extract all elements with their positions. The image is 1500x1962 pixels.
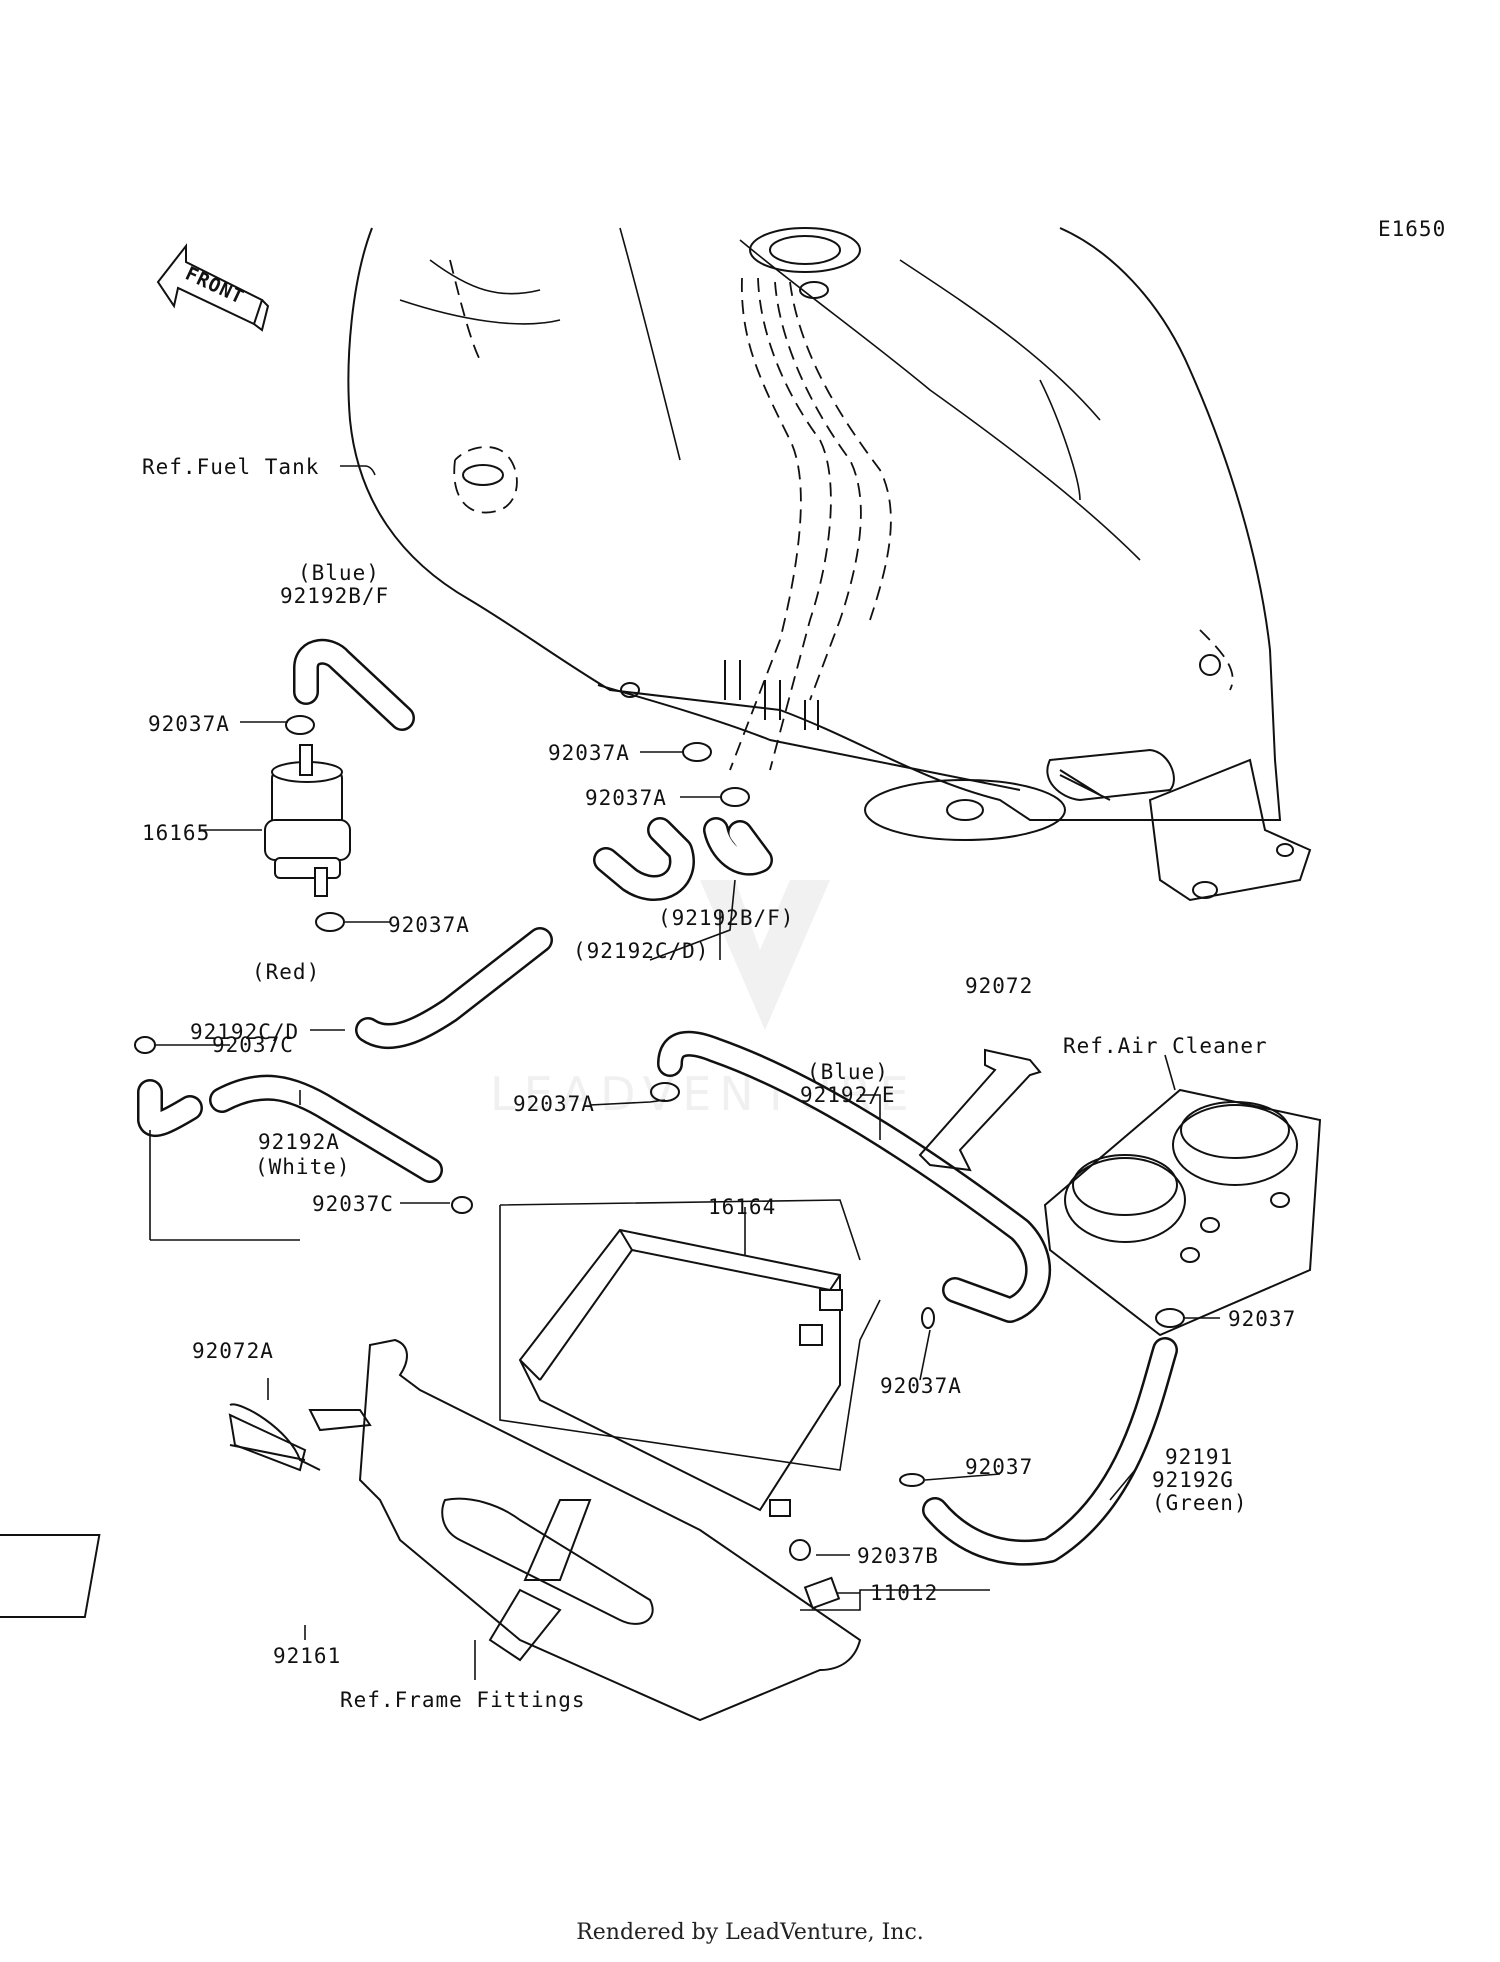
fuel-filter-16165 <box>264 744 351 897</box>
label-blue-2: (Blue) <box>807 1060 889 1084</box>
front-arrow-icon: FRONT <box>156 243 270 332</box>
label-92037A-2: 92037A <box>388 913 470 937</box>
label-white: (White) <box>255 1155 351 1179</box>
label-16165: 16165 <box>142 821 210 845</box>
hose-92192C-D <box>355 927 553 1050</box>
band-92072A <box>228 1413 307 1472</box>
label-92037A-4: 92037A <box>585 786 667 810</box>
label-92192B-F: 92192B/F <box>280 584 389 608</box>
label-blue-1: (Blue) <box>298 561 380 585</box>
label-92037C-1: 92037C <box>212 1033 294 1057</box>
canister-16164 <box>518 1228 843 1610</box>
label-92192B-F-2: (92192B/F) <box>658 906 794 930</box>
part-labels: Ref.Fuel Tank (Blue) 92192B/F 92037A 161… <box>142 455 1296 1712</box>
label-frame-fittings: Ref.Frame Fittings <box>340 1688 586 1712</box>
label-92192C-D-2: (92192C/D) <box>573 939 709 963</box>
diagram-code: E1650 <box>1378 217 1446 241</box>
label-11012: 11012 <box>870 1581 938 1605</box>
label-92037C-2: 92037C <box>312 1192 394 1216</box>
hose-92191 <box>922 1337 1178 1566</box>
label-92192A: 92192A <box>258 1130 340 1154</box>
label-92072A: 92072A <box>192 1339 274 1363</box>
label-92072: 92072 <box>965 974 1033 998</box>
label-92037A-1: 92037A <box>148 712 230 736</box>
footer-credit: Rendered by LeadVenture, Inc. <box>576 1920 924 1945</box>
label-92037A-5: 92037A <box>513 1092 595 1116</box>
label-air-cleaner: Ref.Air Cleaner <box>1063 1034 1268 1058</box>
tank-internal-hoses <box>724 277 892 771</box>
label-92192C-D: 92192C/D <box>190 1020 299 1044</box>
frame-fitting <box>0 1338 862 1722</box>
label-92037A-6: 92037A <box>880 1374 962 1398</box>
label-fuel-tank: Ref.Fuel Tank <box>142 455 319 479</box>
hose-92192B-F <box>293 638 415 731</box>
bracket-92072 <box>918 1048 1042 1172</box>
label-92192-E: 92192/E <box>800 1083 896 1107</box>
label-92037A-3: 92037A <box>548 741 630 765</box>
label-red: (Red) <box>252 960 320 984</box>
hose-92192-E <box>657 1030 1051 1323</box>
label-92037-1: 92037 <box>1228 1307 1296 1331</box>
label-92037B: 92037B <box>857 1544 939 1568</box>
hose-inner-tank <box>593 817 773 901</box>
label-92192G: 92192G <box>1152 1468 1234 1492</box>
air-cleaner <box>1043 1088 1322 1337</box>
leader-lines <box>149 465 1220 1680</box>
label-92191: 92191 <box>1165 1445 1233 1469</box>
hose-92192A <box>137 1074 443 1183</box>
label-green: (Green) <box>1152 1491 1248 1515</box>
label-92037-2: 92037 <box>965 1455 1033 1479</box>
label-16164: 16164 <box>708 1195 776 1219</box>
front-label: FRONT <box>182 263 248 309</box>
fuel-tank <box>347 227 1312 902</box>
label-92161: 92161 <box>273 1644 341 1668</box>
